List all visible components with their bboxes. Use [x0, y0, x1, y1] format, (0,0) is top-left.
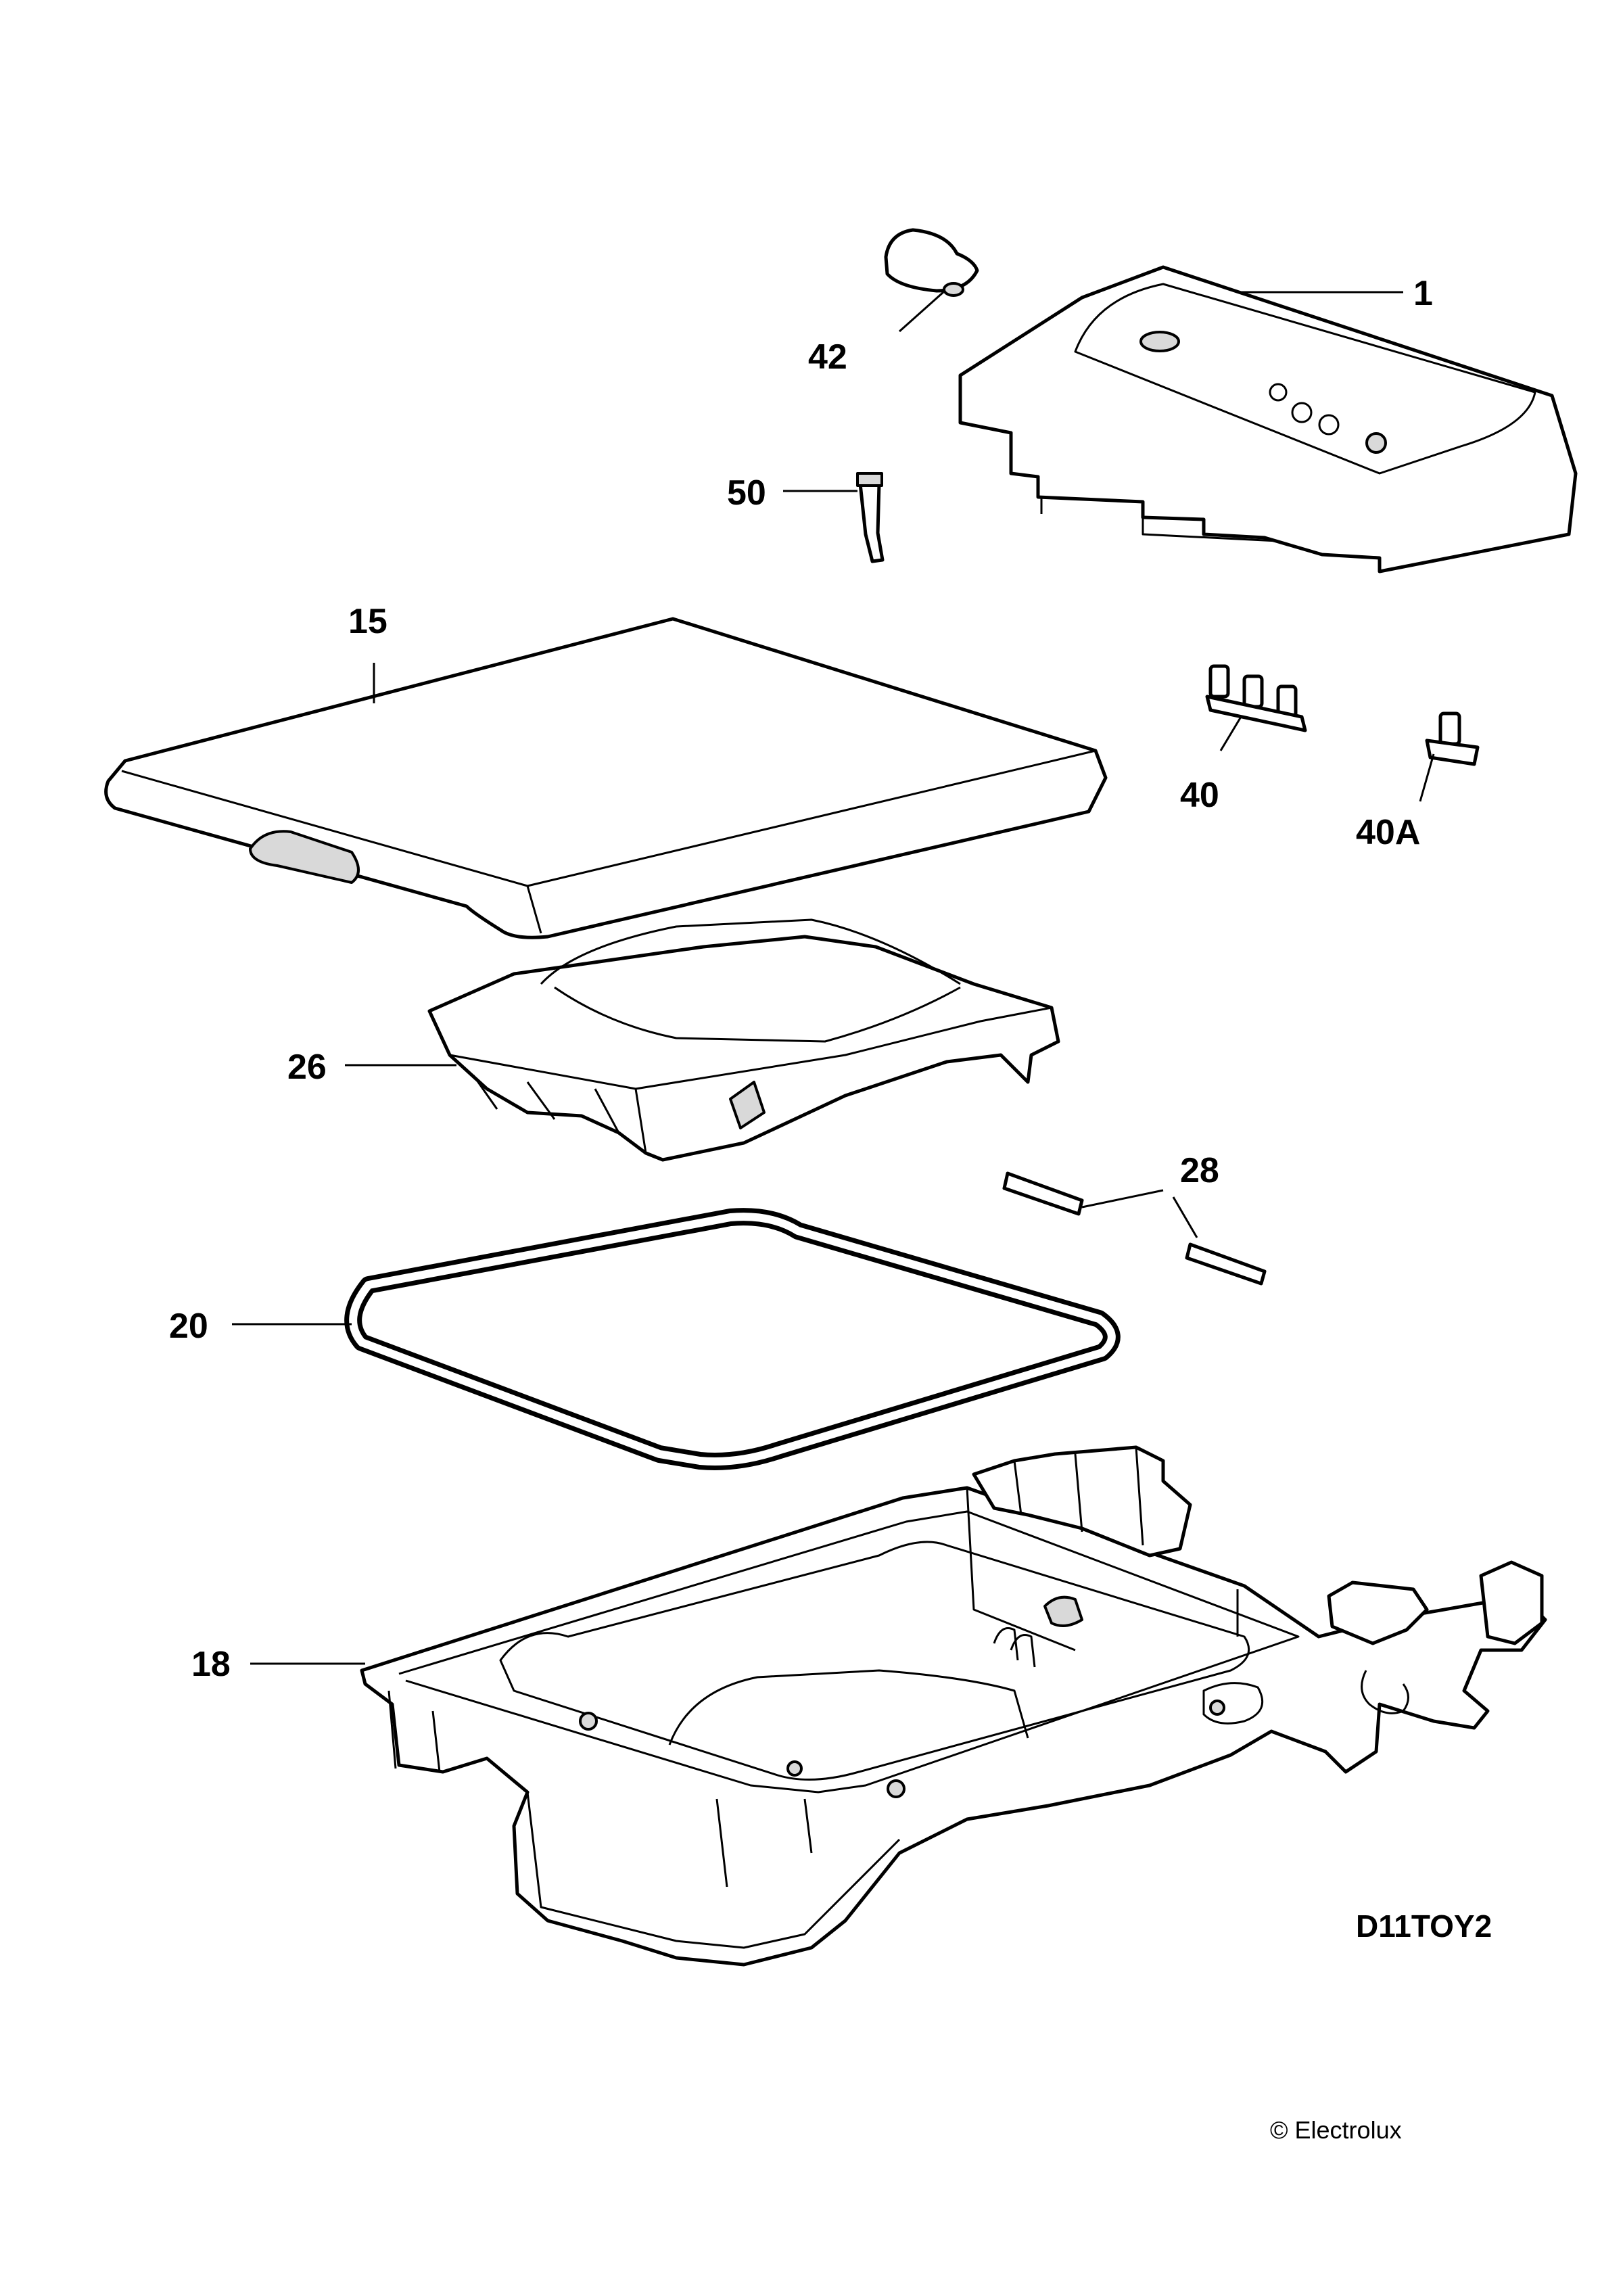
callout-15: 15: [348, 602, 387, 641]
leader-42: [899, 291, 944, 333]
callout-26: 26: [287, 1048, 327, 1087]
callout-40: 40: [1180, 776, 1219, 815]
leader-40a: [1419, 753, 1435, 802]
part-40-switch-block: [1205, 664, 1307, 732]
callout-28: 28: [1180, 1151, 1219, 1190]
part-20-gasket: [344, 1208, 1121, 1470]
part-28-screws: [1002, 1171, 1267, 1286]
leader-40: [1219, 716, 1242, 751]
part-42-knob: [884, 228, 979, 297]
part-50-screw: [856, 472, 885, 563]
drawing-code: D11TOY2: [1356, 1908, 1492, 1944]
leader-lines: [232, 291, 1435, 1665]
callout-20: 20: [169, 1307, 208, 1346]
part-1-control-panel: [958, 265, 1578, 573]
callout-18: 18: [191, 1645, 231, 1684]
copyright-notice: © Electrolux: [1270, 2116, 1402, 2144]
part-26-dispenser: [427, 918, 1060, 1162]
leader-28-upper: [1081, 1189, 1164, 1209]
leader-28-lower: [1172, 1196, 1198, 1238]
callout-42: 42: [808, 337, 847, 377]
callout-1: 1: [1413, 274, 1433, 313]
part-40a-switch: [1425, 711, 1480, 766]
part-18-top-frame: [360, 1445, 1547, 1967]
part-15-lid: [104, 617, 1108, 939]
callout-50: 50: [727, 473, 766, 513]
callout-40a: 40A: [1356, 813, 1421, 852]
